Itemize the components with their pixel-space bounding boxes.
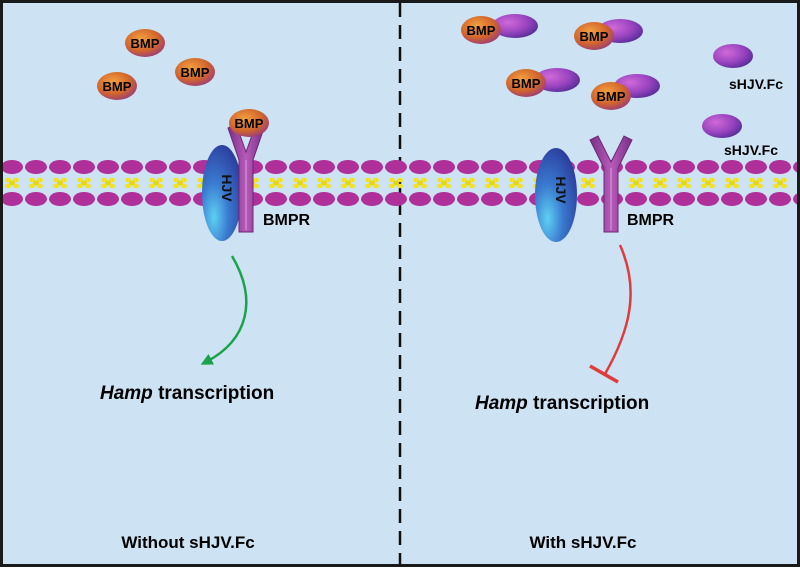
hjv-label: HJV [219, 174, 235, 202]
bmp-label: BMP [580, 29, 609, 44]
panel-caption: Without sHJV.Fc [121, 533, 254, 552]
left-panel: BMP BMP BMP HJV BMP BMPR Hamp transcr [97, 29, 311, 552]
bmp-label: BMP [235, 116, 264, 131]
bmp-label: BMP [467, 23, 496, 38]
bmp-label: BMP [131, 36, 160, 51]
activation-arrow [200, 255, 248, 365]
bmp-shjv-complex: BMP [461, 14, 538, 44]
hjv-protein: HJV [535, 148, 577, 242]
bmp-label: BMP [181, 65, 210, 80]
bmpr-label: BMPR [627, 212, 675, 229]
shjv-fc-label: sHJV.Fc [724, 142, 778, 158]
inhibition-bar [589, 364, 619, 384]
right-panel: BMP BMP BMP BMP sHJV.Fc sHJV.Fc [461, 14, 783, 552]
shjv-fc-molecule: sHJV.Fc [702, 114, 778, 158]
hamp-transcription-label: Hamp transcription [100, 383, 274, 404]
bmpr-receptor [227, 123, 265, 233]
bmpr-receptor [589, 135, 633, 233]
panel-caption: With sHJV.Fc [530, 533, 637, 552]
bmpr-label: BMPR [263, 212, 311, 229]
bmp-ligand: BMP [125, 29, 165, 57]
hamp-transcription-label: Hamp transcription [475, 393, 649, 414]
bmp-shjv-complex: BMP [506, 68, 580, 97]
cell-membrane [3, 158, 797, 208]
bmp-label: BMP [512, 76, 541, 91]
inhibition-line [603, 244, 632, 375]
hjv-label: HJV [553, 176, 569, 204]
bmp-ligand: BMP [175, 58, 215, 86]
bmp-ligand-bound: BMP [229, 109, 269, 137]
bmp-shjv-complex: BMP [591, 74, 660, 110]
bmp-label: BMP [103, 79, 132, 94]
shjv-fc-label: sHJV.Fc [729, 76, 783, 92]
bmp-shjv-complex: BMP [574, 19, 643, 50]
hjv-protein: HJV [202, 145, 242, 241]
shjv-fc-molecule: sHJV.Fc [713, 44, 783, 92]
bmp-label: BMP [597, 89, 626, 104]
bmp-ligand: BMP [97, 72, 137, 100]
